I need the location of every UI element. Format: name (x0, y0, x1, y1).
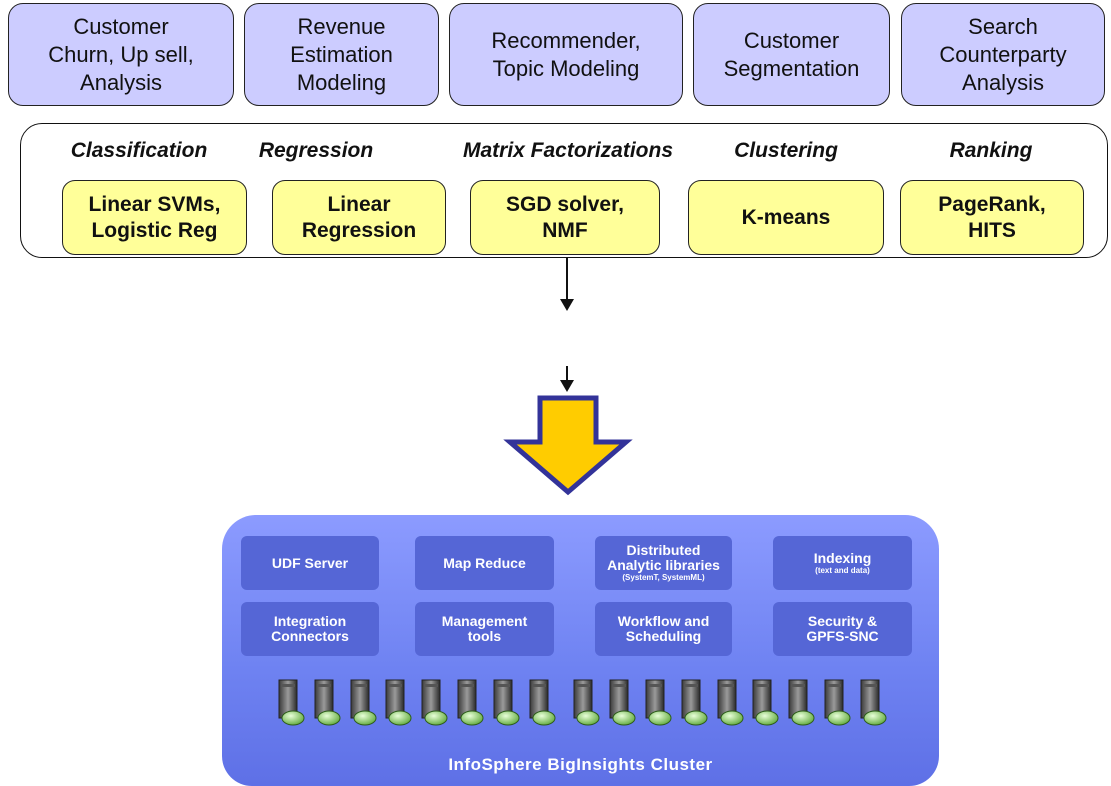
component-workflow-scheduling: Workflow and Scheduling (595, 602, 732, 656)
component-indexing-sub: (text and data) (815, 565, 870, 575)
server-icon (313, 678, 341, 728)
component-analytic-libraries-label: Distributed Analytic libraries (607, 542, 720, 573)
server-icon (572, 678, 600, 728)
algorithm-linear-svms: Linear SVMs, Logistic Reg (62, 180, 247, 255)
server-icon (384, 678, 412, 728)
biginsights-cluster: UDF Server Map Reduce Distributed Analyt… (222, 515, 939, 786)
application-search-counterparty: Search Counterparty Analysis (901, 3, 1105, 106)
component-map-reduce: Map Reduce (415, 536, 554, 590)
component-workflow-scheduling-label: Workflow and Scheduling (617, 613, 710, 644)
category-classification: Classification (70, 139, 208, 162)
server-icon (528, 678, 556, 728)
server-icon (420, 678, 448, 728)
server-icon (456, 678, 484, 728)
server-icon (680, 678, 708, 728)
category-regression: Regression (258, 139, 374, 162)
arrow-dml-to-cluster (560, 366, 574, 392)
component-udf-server-label: UDF Server (271, 554, 349, 571)
server-icon (859, 678, 887, 728)
arrow-panel-to-dml (560, 258, 574, 311)
server-icon (349, 678, 377, 728)
component-management-tools: Management tools (415, 602, 554, 656)
server-icon (492, 678, 520, 728)
category-matrix-factorizations: Matrix Factorizations (462, 139, 674, 162)
server-icon (277, 678, 305, 728)
component-indexing-label: Indexing (813, 549, 872, 566)
component-security-gpfs-label: Security & GPFS-SNC (806, 613, 879, 644)
application-customer-churn: Customer Churn, Up sell, Analysis (8, 3, 234, 106)
server-icon (751, 678, 779, 728)
component-analytic-libraries: Distributed Analytic libraries (SystemT,… (595, 536, 732, 590)
cluster-label: InfoSphere BigInsights Cluster (448, 755, 713, 774)
application-recommender: Recommender, Topic Modeling (449, 3, 683, 106)
application-revenue-estimation: Revenue Estimation Modeling (244, 3, 439, 106)
component-security-gpfs: Security & GPFS-SNC (773, 602, 912, 656)
server-icon (823, 678, 851, 728)
component-analytic-libraries-sub: (SystemT, SystemML) (622, 573, 705, 582)
application-customer-segmentation: Customer Segmentation (693, 3, 890, 106)
component-management-tools-label: Management tools (441, 613, 528, 644)
component-map-reduce-label: Map Reduce (443, 554, 526, 571)
algorithm-k-means: K-means (688, 180, 884, 255)
algorithm-sgd-solver: SGD solver, NMF (470, 180, 660, 255)
algorithm-linear-regression: Linear Regression (272, 180, 446, 255)
component-indexing: Indexing (text and data) (773, 536, 912, 590)
component-integration-connectors-label: Integration Connectors (271, 613, 349, 644)
server-icon (608, 678, 636, 728)
server-icon (787, 678, 815, 728)
algorithm-pagerank: PageRank, HITS (900, 180, 1084, 255)
big-down-arrow (503, 395, 633, 496)
component-udf-server: UDF Server (241, 536, 379, 590)
category-ranking: Ranking (949, 139, 1033, 162)
component-integration-connectors: Integration Connectors (241, 602, 379, 656)
server-icon (644, 678, 672, 728)
server-icon (716, 678, 744, 728)
category-clustering: Clustering (734, 139, 838, 162)
